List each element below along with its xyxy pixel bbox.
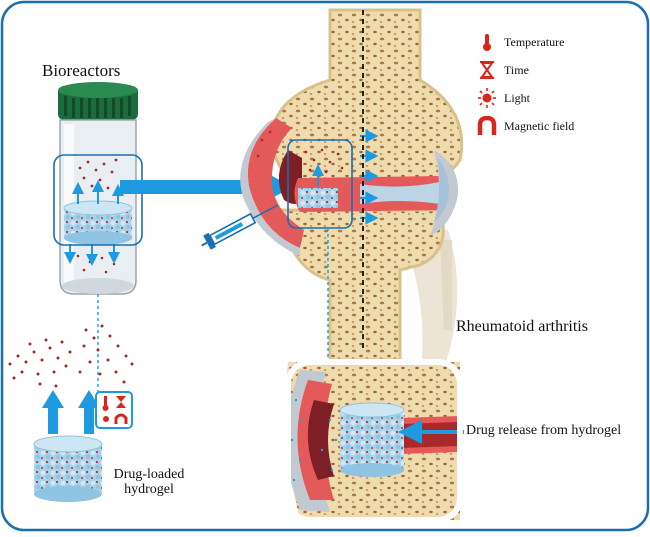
stimuli-box [95, 391, 133, 429]
legend-item-light: Light [476, 88, 530, 108]
legend-item-time: Time [476, 60, 529, 80]
zoomed-joint [285, 359, 464, 523]
hourglass-icon [476, 60, 498, 80]
release-illustration [8, 324, 134, 502]
legend-label: Time [504, 62, 529, 77]
vial-zoom-box [53, 154, 143, 246]
zoom-frame [285, 359, 463, 523]
syringe [201, 204, 278, 250]
synovium-inflamed [247, 118, 304, 248]
bioreactor-vial [53, 82, 143, 295]
legend-label: Magnetic field [504, 118, 575, 133]
bioreactors-label: Bioreactors [42, 61, 121, 80]
magnet-icon [476, 115, 498, 136]
zoom-hydrogel [340, 410, 404, 470]
legend-item-temperature: Temperature [476, 32, 564, 52]
joint-zoom-box [287, 139, 353, 229]
rheumatoid-arthritis-label: Rheumatoid arthritis [456, 318, 588, 335]
drug-release-label: Drug release from hydrogel [466, 423, 622, 438]
legend-item-magnetic-field: Magnetic field [476, 115, 575, 136]
joint-hydrogel [298, 188, 338, 208]
thermometer-icon [476, 32, 498, 52]
drug-loaded-hydrogel-label: Drug-loaded hydrogel [113, 467, 185, 498]
release-up-arrows [42, 390, 100, 434]
light-icon [476, 88, 498, 108]
knee-joint [201, 8, 464, 380]
legend-label: Temperature [504, 34, 565, 49]
legend-label: Light [504, 90, 530, 105]
drug-particles [8, 324, 134, 388]
